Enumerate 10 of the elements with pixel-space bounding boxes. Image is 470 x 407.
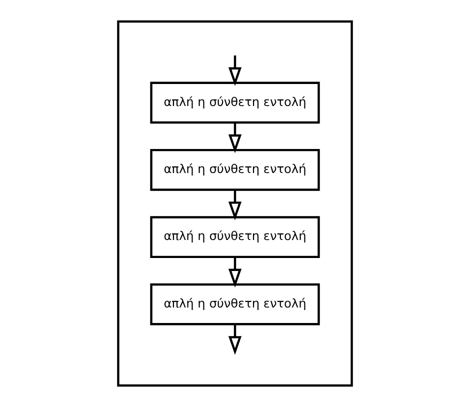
- node-box: απλή η σύνθετη εντολή: [150, 283, 320, 326]
- arrow: [228, 190, 242, 220]
- arrow: [228, 122, 242, 154]
- arrow: [228, 55, 242, 86]
- arrow: [228, 257, 242, 288]
- node-box: απλή η σύνθετη εντολή: [150, 216, 320, 258]
- arrow: [228, 324, 242, 355]
- cluster: [117, 20, 353, 387]
- node-box: απλή η σύνθετη εντολή: [150, 82, 320, 124]
- node-box: απλή η σύνθετη εντολή: [150, 148, 320, 191]
